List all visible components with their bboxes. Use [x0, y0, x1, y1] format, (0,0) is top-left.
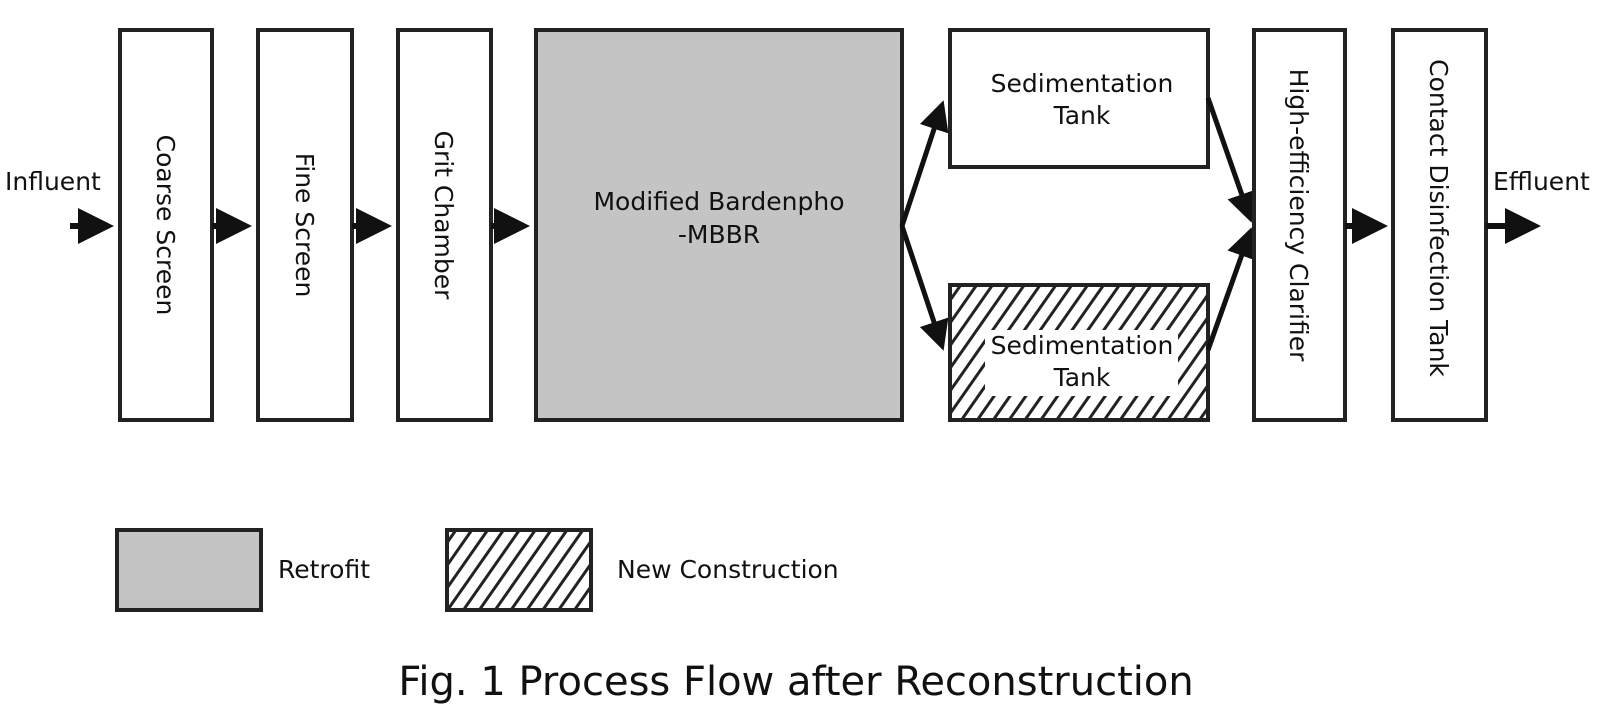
arrow-to-existing-sedimentation: [899, 100, 949, 227]
disinfection-tank-label: Contact Disinfection Tank: [1424, 59, 1453, 377]
legend-retrofit-label: Retrofit: [278, 555, 370, 584]
sedimentation-tank-existing-box: [948, 28, 1210, 169]
arrow-existing-sedimentation-to-clarifier: [1205, 97, 1256, 223]
arrow-to-new-sedimentation: [899, 225, 949, 351]
figure-caption: Fig. 1 Process Flow after Reconstruction: [398, 659, 1193, 705]
legend-new-construction-label: New Construction: [617, 555, 839, 584]
clarifier-box: [1252, 28, 1347, 422]
sedimentation-tank-new-line2: Tank: [1053, 363, 1111, 392]
legend-retrofit-swatch: [115, 528, 263, 612]
sedimentation-tank-existing-line2: Tank: [1053, 101, 1111, 130]
sedimentation-tank-existing-line1: Sedimentation: [991, 69, 1174, 98]
coarse-screen-label: Coarse Screen: [151, 135, 180, 316]
sedimentation-tank-new-label-bg: [985, 330, 1178, 396]
effluent-label: Effluent: [1493, 167, 1590, 196]
sedimentation-tank-new-line1: Sedimentation: [991, 331, 1174, 360]
arrow-new-sedimentation-to-clarifier: [1205, 227, 1256, 351]
grit-chamber-label: Grit Chamber: [429, 131, 458, 301]
bardenpho-label-line1: Modified Bardenpho: [593, 187, 844, 216]
grit-chamber-box: [396, 28, 493, 422]
fine-screen-box: [256, 28, 354, 422]
bardenpho-label-line2: -MBBR: [678, 220, 760, 249]
disinfection-tank-box: [1391, 28, 1488, 422]
clarifier-label: High-efficiency Clarifier: [1284, 69, 1313, 363]
influent-label: Influent: [5, 167, 101, 196]
fine-screen-label: Fine Screen: [290, 153, 319, 298]
legend-new-construction-swatch: [445, 528, 593, 612]
bardenpho-mbbr-box: [534, 28, 904, 422]
